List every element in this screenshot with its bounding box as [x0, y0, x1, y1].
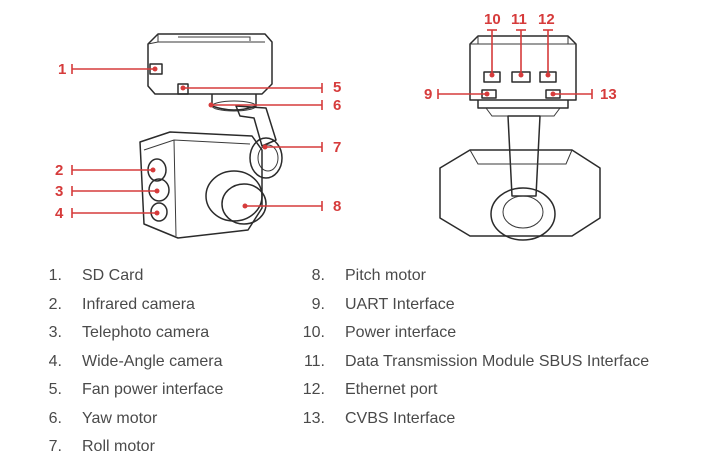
legend-item: 5. Fan power interface — [40, 376, 224, 405]
legend-number: 7. — [48, 438, 62, 456]
legend-item: 1. SD Card — [40, 262, 223, 291]
legend-number: 11. — [303, 352, 325, 370]
legend-item: 11. Data Transmission Module SBUS Interfa… — [296, 348, 649, 377]
legend-number: 6. — [48, 409, 62, 427]
legend-label: Roll motor — [82, 438, 155, 456]
legend-label: CVBS Interface — [345, 409, 456, 427]
callout-10: 10 — [484, 11, 501, 28]
callout-13: 13 — [600, 86, 617, 103]
legend-label: Fan power interface — [82, 381, 224, 399]
right-callouts: 10 11 12 9 13 — [424, 11, 617, 103]
legend-number: 3. — [48, 324, 62, 342]
gimbal-camera-diagram: 1 2 3 4 5 6 7 8 — [55, 11, 617, 241]
callout-1: 1 — [58, 61, 66, 78]
legend-item: 7. Roll motor — [40, 433, 223, 462]
legend-number: 12. — [302, 381, 325, 399]
legend-label: Telephoto camera — [82, 324, 210, 342]
callout-8: 8 — [333, 198, 341, 215]
legend-left-column: 1. SD Card 2. Infrared camera 3. Telephoto … — [40, 262, 224, 462]
legend-label: Ethernet port — [345, 381, 438, 399]
legend-label: Power interface — [345, 324, 457, 342]
callout-3: 3 — [55, 183, 63, 200]
callout-6: 6 — [333, 97, 341, 114]
legend-item: 10. Power interface — [296, 319, 649, 348]
left-gimbal-drawing — [139, 33, 283, 239]
legend-number: 5. — [48, 381, 62, 399]
legend-label: Data Transmission Module SBUS Interface — [345, 352, 650, 370]
legend-label: SD Card — [82, 267, 144, 285]
legend-label: UART Interface — [345, 295, 455, 313]
callout-7: 7 — [333, 139, 341, 156]
callout-9: 9 — [424, 86, 432, 103]
legend-item: 4. Wide-Angle camera — [40, 348, 223, 377]
legend-item: 8. Pitch motor — [296, 262, 649, 291]
legend-item: 2. Infrared camera — [40, 291, 223, 320]
legend-item: 12. Ethernet port — [296, 376, 649, 405]
callout-12: 12 — [538, 11, 555, 28]
legend-label: Pitch motor — [345, 267, 426, 285]
legend-item: 6. Yaw motor — [40, 405, 223, 434]
callout-5: 5 — [333, 79, 341, 96]
legend-label: Yaw motor — [82, 409, 158, 427]
right-gimbal-drawing — [439, 35, 601, 241]
legend-label: Wide-Angle camera — [82, 352, 223, 370]
left-callouts: 1 2 3 4 5 6 7 8 — [55, 61, 341, 222]
callout-11: 11 — [511, 11, 527, 28]
legend-right-column: 8. Pitch motor 9. UART Interface 10. Power … — [296, 262, 649, 433]
legend-item: 3. Telephoto camera — [40, 319, 223, 348]
legend-item: 13. CVBS Interface — [296, 405, 649, 434]
legend-number: 4. — [48, 352, 62, 370]
callout-4: 4 — [55, 205, 64, 222]
legend-number: 10. — [302, 324, 325, 342]
legend-number: 1. — [48, 267, 62, 285]
legend-label: Infrared camera — [82, 295, 195, 313]
legend-number: 2. — [48, 295, 62, 313]
legend-number: 13. — [302, 409, 325, 427]
callout-2: 2 — [55, 162, 63, 179]
legend-item: 9. UART Interface — [296, 291, 649, 320]
legend-number: 9. — [311, 295, 325, 313]
legend-number: 8. — [311, 267, 325, 285]
